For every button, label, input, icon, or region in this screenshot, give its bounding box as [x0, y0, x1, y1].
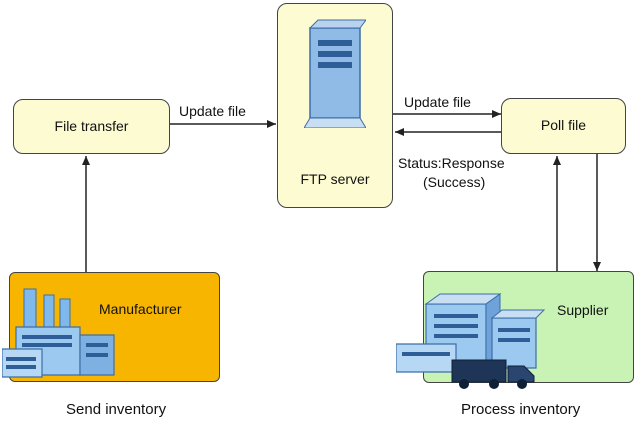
ftp-server-label: FTP server	[300, 171, 370, 187]
server-icon	[304, 19, 366, 128]
poll-file-box: Poll file	[501, 98, 626, 154]
factory-icon	[2, 288, 115, 378]
file-transfer-box: File transfer	[13, 99, 170, 154]
process-inventory-caption: Process inventory	[461, 401, 581, 418]
warehouse-icon	[396, 293, 546, 373]
manufacturer-label: Manufacturer	[99, 301, 182, 317]
update-file-label-right: Update file	[404, 94, 471, 110]
status-success-label: (Success)	[423, 174, 486, 190]
poll-file-label: Poll file	[540, 117, 587, 133]
send-inventory-caption: Send inventory	[66, 401, 167, 418]
ftp-server-box: FTP server	[277, 3, 393, 208]
manufacturer-box: Manufacturer	[2, 272, 220, 382]
supplier-label: Supplier	[557, 302, 609, 318]
status-response-label: Status:Response	[398, 155, 505, 171]
truck-icon	[451, 359, 535, 389]
supplier-box: Supplier	[396, 271, 634, 389]
update-file-label-left: Update file	[179, 103, 246, 119]
file-transfer-label: File transfer	[54, 118, 129, 134]
